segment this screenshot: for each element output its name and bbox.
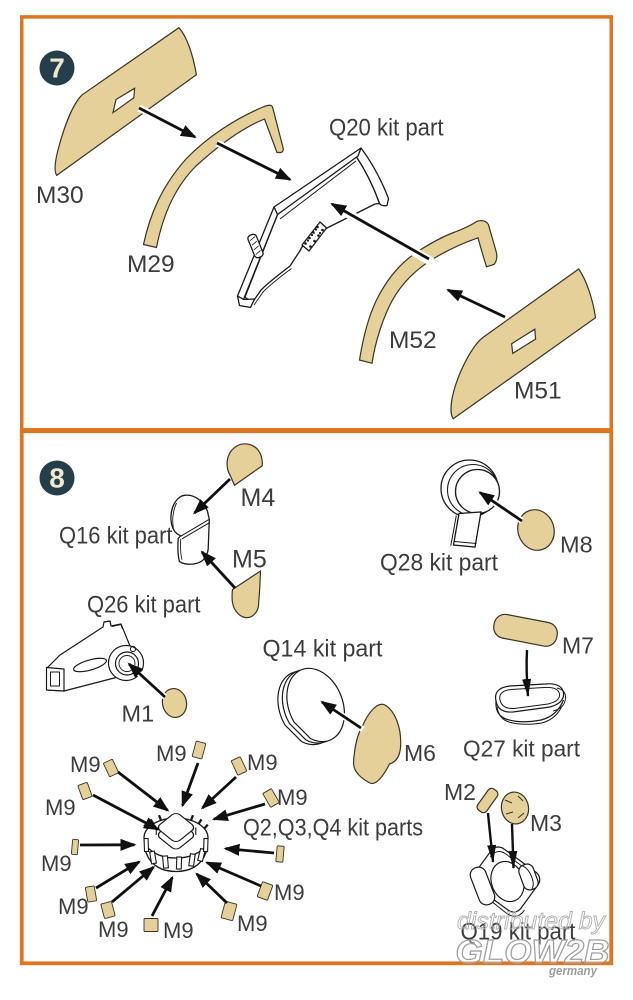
svg-text:M4: M4 — [241, 484, 276, 512]
svg-text:M9: M9 — [247, 750, 278, 775]
svg-text:M9: M9 — [45, 795, 76, 820]
svg-text:Q16 kit part: Q16 kit part — [59, 523, 173, 550]
svg-text:M5: M5 — [232, 546, 267, 574]
svg-text:M30: M30 — [36, 182, 84, 209]
svg-text:M2: M2 — [444, 779, 476, 805]
svg-text:Q19 kit part: Q19 kit part — [461, 919, 576, 946]
svg-text:M9: M9 — [98, 917, 129, 942]
svg-text:M6: M6 — [404, 740, 436, 766]
svg-text:M9: M9 — [156, 741, 187, 766]
svg-text:Q14 kit part: Q14 kit part — [263, 635, 383, 662]
svg-text:M3: M3 — [530, 810, 562, 836]
svg-text:Q26 kit part: Q26 kit part — [87, 592, 201, 619]
svg-text:8: 8 — [49, 463, 65, 494]
svg-text:M9: M9 — [70, 752, 101, 777]
svg-text:Q2,Q3,Q4 kit parts: Q2,Q3,Q4 kit parts — [243, 814, 423, 841]
svg-text:M29: M29 — [127, 251, 175, 278]
svg-text:M51: M51 — [514, 377, 562, 404]
svg-text:M9: M9 — [277, 785, 308, 810]
svg-text:Q20 kit part: Q20 kit part — [329, 114, 444, 141]
svg-text:Q27 kit part: Q27 kit part — [463, 736, 580, 762]
svg-text:M52: M52 — [389, 327, 437, 354]
svg-text:M9: M9 — [41, 851, 72, 876]
svg-text:M9: M9 — [163, 918, 194, 943]
svg-text:M9: M9 — [237, 911, 268, 936]
svg-text:7: 7 — [49, 53, 65, 84]
svg-text:M8: M8 — [560, 532, 593, 558]
svg-text:M7: M7 — [562, 633, 594, 659]
svg-text:Q28 kit part: Q28 kit part — [380, 550, 498, 577]
svg-text:M1: M1 — [122, 701, 155, 727]
svg-text:M9: M9 — [274, 880, 305, 905]
svg-text:M9: M9 — [58, 894, 89, 919]
